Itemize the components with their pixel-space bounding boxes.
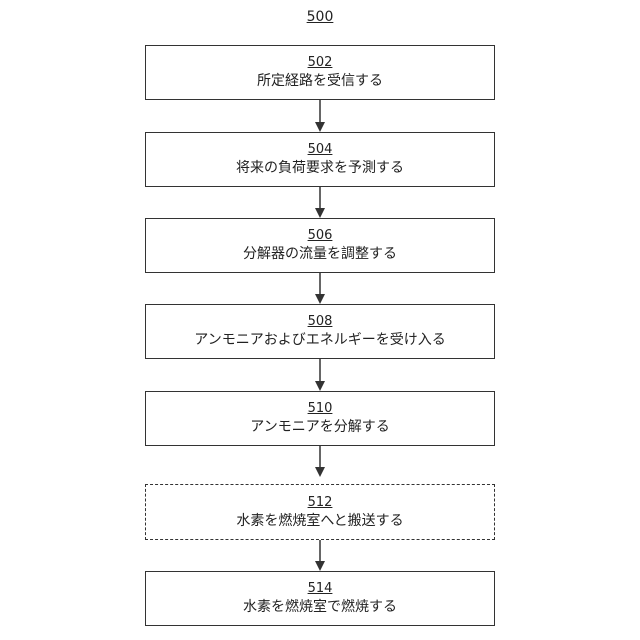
step-508-box: 508 アンモニアおよびエネルギーを受け入る: [145, 304, 495, 359]
step-506-box: 506 分解器の流量を調整する: [145, 218, 495, 273]
step-510-box: 510 アンモニアを分解する: [145, 391, 495, 446]
step-502-box: 502 所定経路を受信する: [145, 45, 495, 100]
step-number: 512: [308, 494, 333, 511]
step-number: 506: [308, 227, 333, 244]
step-text: 所定経路を受信する: [257, 72, 383, 91]
step-504-box: 504 将来の負荷要求を予測する: [145, 132, 495, 187]
step-text: 将来の負荷要求を予測する: [236, 159, 404, 178]
figure-label: 500: [0, 8, 640, 26]
step-number: 508: [308, 313, 333, 330]
step-number: 510: [308, 400, 333, 417]
step-512-box: 512 水素を燃焼室へと搬送する: [145, 484, 495, 540]
step-text: 水素を燃焼室へと搬送する: [236, 512, 403, 531]
step-text: アンモニアを分解する: [250, 418, 389, 437]
step-number: 504: [308, 141, 333, 158]
step-514-box: 514 水素を燃焼室で燃焼する: [145, 571, 495, 626]
step-text: 分解器の流量を調整する: [243, 245, 397, 264]
step-number: 514: [308, 580, 333, 597]
step-text: 水素を燃焼室で燃焼する: [243, 598, 397, 617]
step-text: アンモニアおよびエネルギーを受け入る: [194, 331, 445, 350]
step-number: 502: [308, 54, 333, 71]
